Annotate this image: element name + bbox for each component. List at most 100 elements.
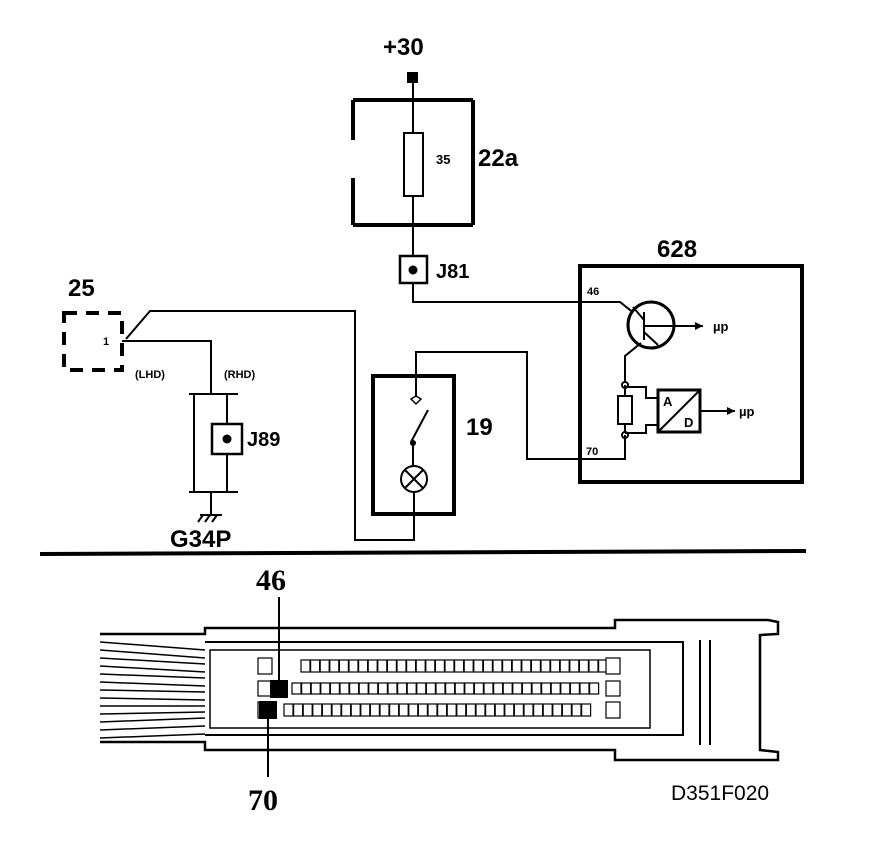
plug-pin-cell	[397, 682, 408, 695]
plug-pin-cell	[530, 659, 542, 673]
plug-pin-cell	[569, 682, 581, 695]
plug-pin-cell	[483, 682, 494, 695]
plug-pin-cell	[560, 682, 571, 695]
plug-pin-cell	[464, 682, 475, 695]
plug-pin-cell	[338, 659, 349, 673]
plug-pin-cell	[580, 703, 592, 717]
plug-pin-cell	[502, 682, 513, 695]
plug-pin-cell	[283, 703, 294, 717]
plug-end-cell	[257, 657, 273, 675]
ground-symbol	[197, 500, 222, 523]
plug-pin-cell	[494, 703, 505, 717]
fuse-symbol	[403, 132, 424, 197]
plug-pin-cell	[300, 659, 311, 673]
lamp-symbol	[400, 465, 428, 493]
plug-pin-cell	[350, 703, 361, 717]
switch-unit-id: 19	[466, 414, 493, 441]
component-25	[62, 311, 124, 372]
variant-lhd-label: (LHD)	[135, 369, 165, 381]
plug-pin-70-label: 70	[248, 784, 278, 817]
adc-output-label: µp	[739, 404, 754, 419]
plug-pin-cell	[425, 659, 436, 673]
plug-pin-cell	[368, 682, 379, 695]
supply-label: +30	[383, 34, 424, 61]
plug-pin-cell	[406, 682, 417, 695]
plug-pin-cell	[521, 682, 533, 695]
plug-pin-cell	[427, 703, 438, 717]
plug-pin-cell	[437, 703, 448, 717]
plug-pin-cell	[512, 682, 523, 695]
drawing-code: D351F020	[671, 782, 769, 805]
plug-pin-cell	[588, 682, 600, 695]
plug-pin-cell	[367, 659, 378, 673]
plug-pin-cell	[310, 659, 321, 673]
plug-pin-cell	[331, 703, 342, 717]
separator	[39, 549, 807, 556]
plug-pin-cell	[320, 682, 331, 695]
plug-pin-cell	[417, 703, 428, 717]
plug-pin-cell	[358, 682, 369, 695]
plug-pin-cell	[463, 659, 474, 673]
plug-pin-cell	[301, 682, 312, 695]
plug-pin-cell	[482, 659, 493, 673]
plug-pin-cell	[456, 703, 467, 717]
plug-pin-cell	[502, 659, 513, 673]
plug-end-cell	[605, 680, 621, 697]
variant-rhd-label: (RHD)	[224, 369, 255, 381]
ecu-id: 628	[657, 236, 697, 263]
plug-pin-cell	[310, 682, 321, 695]
connector-j81-dot	[408, 265, 418, 275]
plug-pin-cell	[434, 659, 445, 673]
supply-terminal	[407, 72, 418, 83]
plug-pin-cell	[493, 682, 504, 695]
ecu-pin-46: 46	[587, 286, 599, 298]
plug-pin-cell	[473, 682, 484, 695]
plug-pin-cell	[465, 703, 476, 717]
plug-pin-46-label: 46	[256, 564, 286, 597]
plug-pin-cell	[561, 703, 573, 717]
plug-pin-cell	[578, 659, 590, 673]
plug-pin-cell	[531, 682, 542, 695]
plug-pin-cell	[445, 682, 456, 695]
resistor-symbol	[617, 395, 633, 425]
plug-pin-cell	[532, 703, 544, 717]
plug-pin-cell	[549, 659, 561, 673]
ground-id: G34P	[170, 526, 231, 553]
fuse-box-id: 22a	[478, 145, 519, 172]
plug-pin-cell	[540, 682, 552, 695]
plug-pin-cell	[475, 703, 486, 717]
plug-pin-cell	[348, 659, 359, 673]
plug-pin-cell	[588, 659, 599, 673]
plug-pin-cell	[492, 659, 503, 673]
plug-end-cell	[605, 701, 621, 719]
plug-pin-cell	[329, 659, 340, 673]
plug-pin-cell	[377, 659, 388, 673]
transistor-symbol	[626, 300, 703, 350]
adc-symbol: A D	[656, 388, 735, 434]
adc-top-letter: A	[663, 394, 673, 409]
plug-pin-cell	[552, 703, 563, 717]
plug-pin-70-highlight	[259, 701, 277, 719]
plug-pin-cell	[435, 682, 446, 695]
plug-pin-cell	[396, 659, 407, 673]
plug-pin-cell	[360, 703, 371, 717]
connector-j89-label: J89	[247, 429, 280, 451]
plug-pin-cell	[425, 682, 436, 695]
plug-pin-cell	[369, 703, 380, 717]
plug-pin-46-highlight	[270, 680, 288, 698]
plug-pin-cell	[329, 682, 340, 695]
plug-pin-cell	[408, 703, 419, 717]
plug-pin-cell	[513, 703, 525, 717]
plug-end-cell	[605, 657, 621, 675]
plug-pin-cell	[485, 703, 496, 717]
plug-pin-cell	[358, 659, 369, 673]
plug-pin-cell	[569, 659, 580, 673]
plug-pin-cell	[389, 703, 400, 717]
plug-pin-cell	[559, 659, 570, 673]
plug-pin-cell	[473, 659, 484, 673]
plug-pin-cell	[387, 682, 398, 695]
plug-pin-cell	[504, 703, 515, 717]
fuse-box-22a	[351, 98, 475, 227]
plug-pin-cell	[379, 703, 390, 717]
plug-pin-cell	[377, 682, 388, 695]
